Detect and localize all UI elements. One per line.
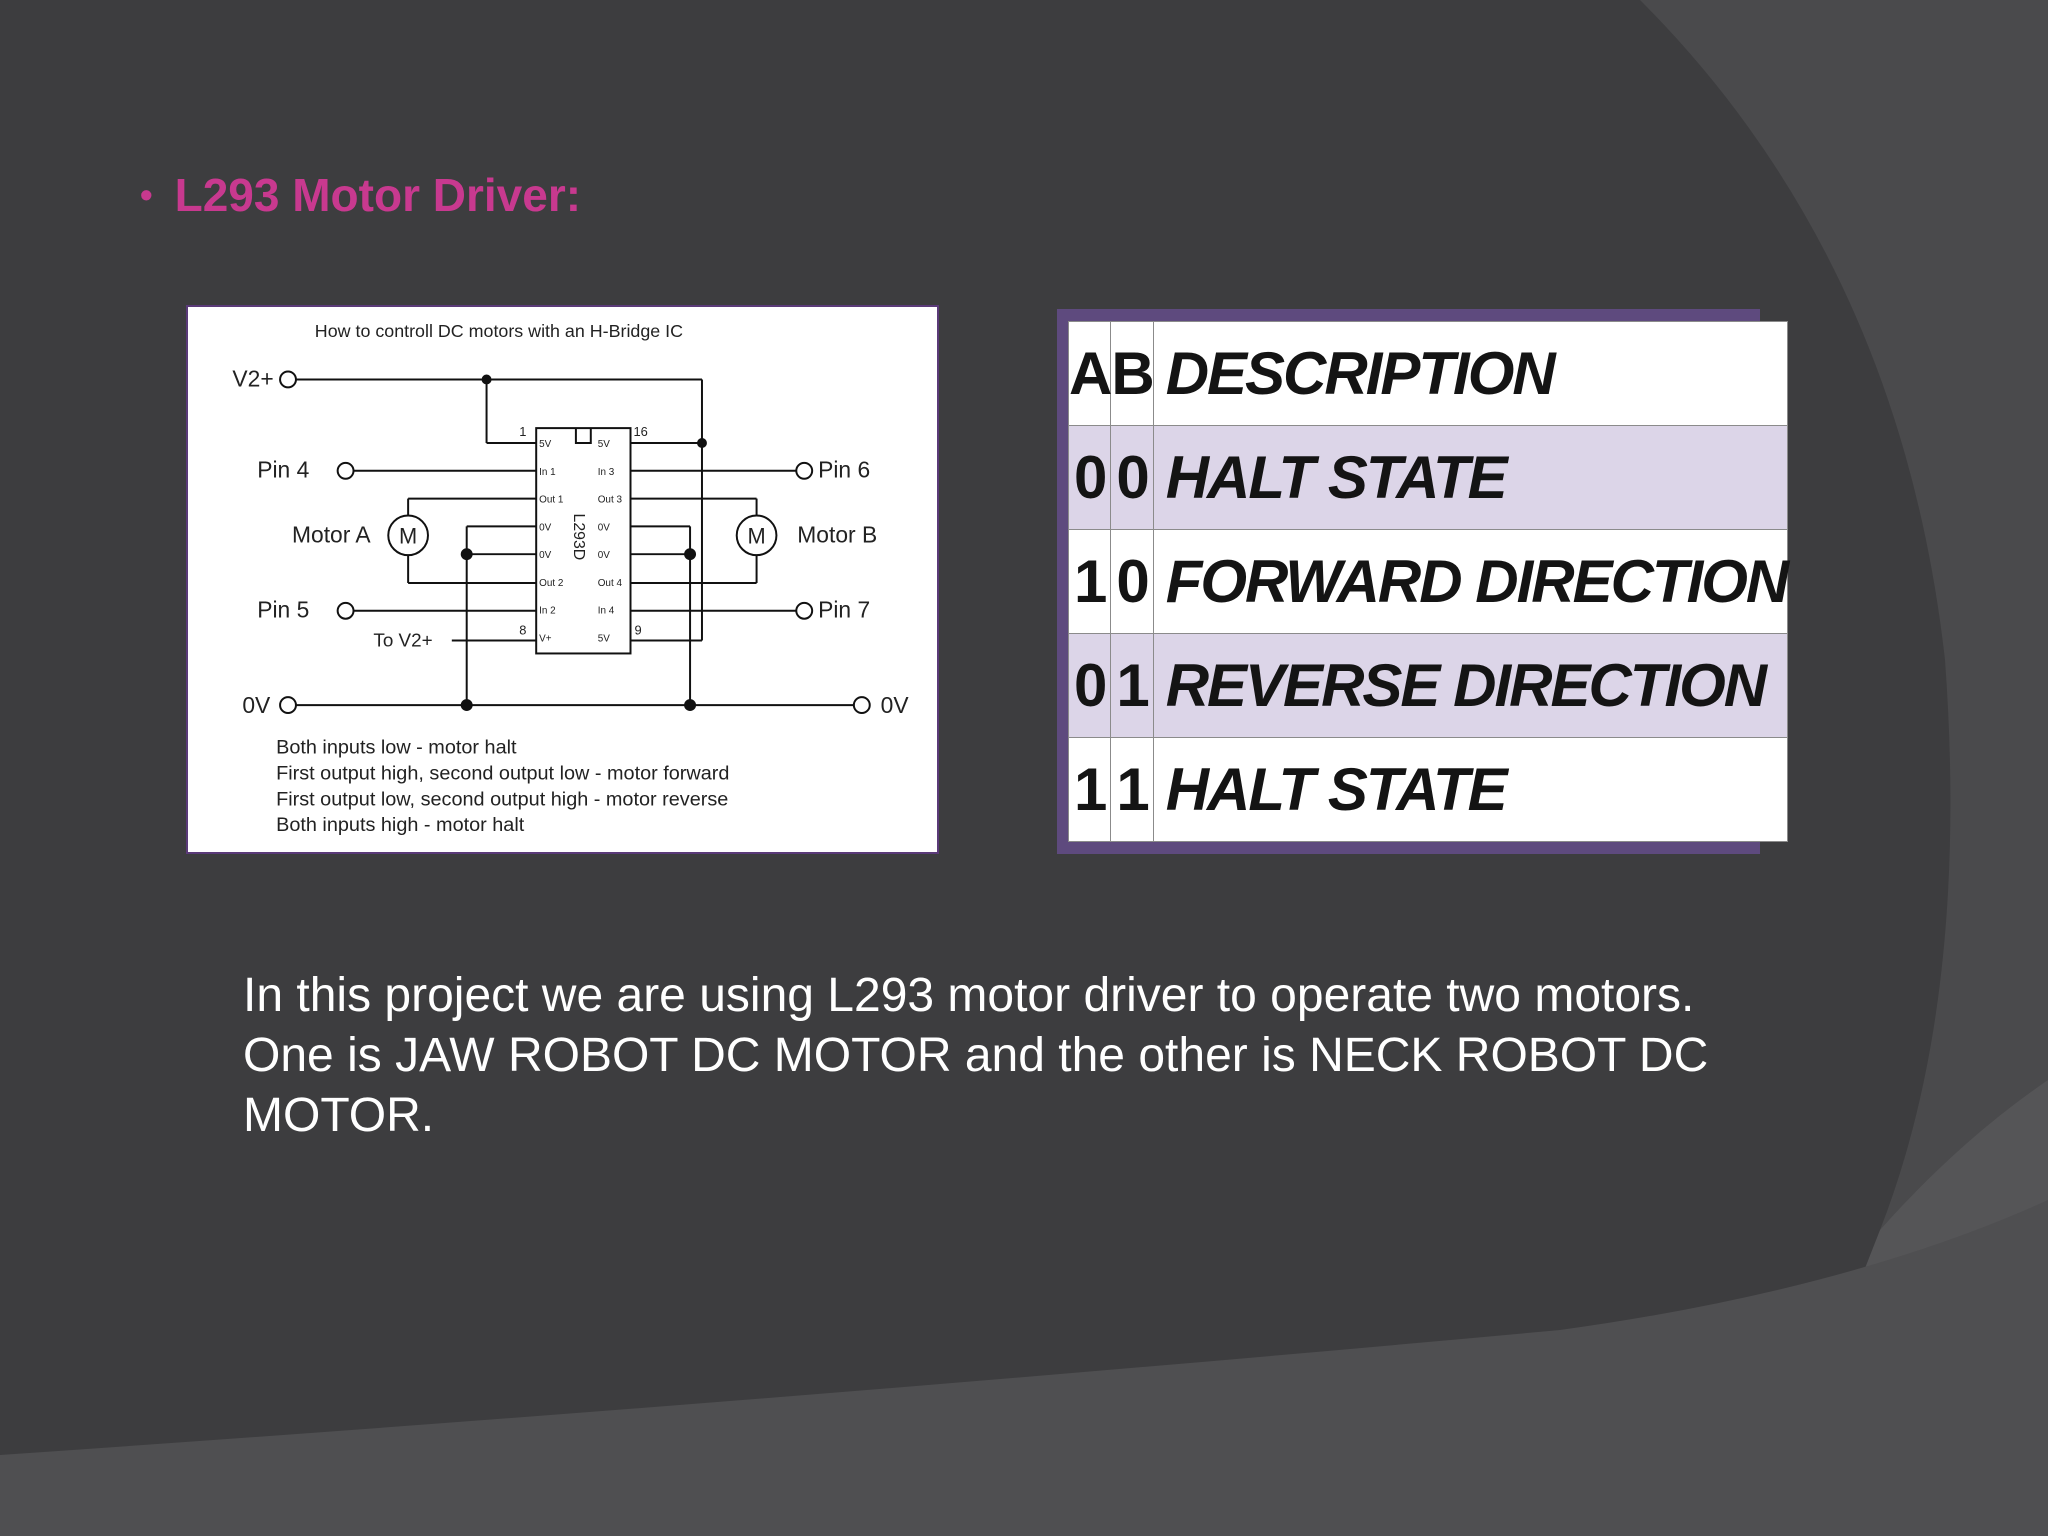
chip-pin-label: Out 4 [598, 578, 623, 589]
chip-pin-label: Out 2 [539, 578, 564, 589]
diagram-note-line: First output low, second output high - m… [276, 788, 728, 810]
body-paragraph: In this project we are using L293 motor … [243, 969, 1709, 1142]
cell-description: REVERSE DIRECTION [1152, 633, 1789, 738]
diagram-note-line: Both inputs high - motor halt [276, 814, 525, 836]
h-bridge-diagram: How to controll DC motors with an H-Brid… [186, 305, 939, 854]
pin-16-number: 16 [633, 424, 647, 439]
table-row: 0 0 HALT STATE [1067, 425, 1789, 530]
chip-pin-label: 0V [598, 522, 611, 533]
chip-pin-label: 0V [539, 522, 552, 533]
chip-pin-label: 0V [598, 550, 611, 561]
bullet-dot-icon: • [140, 174, 153, 215]
pin4-label: Pin 4 [257, 457, 309, 483]
diagram-note-line: Both inputs low - motor halt [276, 737, 517, 759]
pin-1-number: 1 [519, 424, 526, 439]
motor-a-symbol: M [399, 523, 417, 548]
chip-pin-label: V+ [539, 634, 552, 645]
truth-table-frame: A B DESCRIPTION 0 0 HALT STATE 1 0 FORWA… [1057, 309, 1789, 854]
header-description: DESCRIPTION [1152, 321, 1789, 426]
cell-b: 1 [1110, 737, 1154, 842]
diagram-note-line: First output high, second output low - m… [276, 763, 729, 785]
to-v2-label: To V2+ [373, 630, 432, 651]
cell-a: 1 [1067, 529, 1112, 634]
chip-pin-label: Out 3 [598, 495, 623, 506]
truth-table-header: A B DESCRIPTION [1067, 321, 1789, 426]
pin-8-number: 8 [519, 623, 526, 638]
chip-label: L293D [570, 513, 587, 560]
table-row: 1 0 FORWARD DIRECTION [1067, 529, 1789, 634]
header-a: A [1067, 321, 1112, 426]
cell-b: 0 [1110, 425, 1154, 530]
motor-b-label: Motor B [797, 521, 877, 547]
bullet-heading: • L293 Motor Driver: [140, 168, 581, 222]
table-row: 1 1 HALT STATE [1067, 737, 1789, 842]
chip-pin-label: 5V [598, 634, 611, 645]
chip-pin-label: Out 1 [539, 495, 564, 506]
pin-9-number: 9 [634, 623, 641, 638]
chip-pin-label: In 3 [598, 467, 615, 478]
pin7-label: Pin 7 [818, 597, 870, 623]
pin6-label: Pin 6 [818, 457, 870, 483]
chip-pin-label: In 1 [539, 467, 556, 478]
chip-pin-label: 5V [539, 439, 552, 450]
chip-pin-label: In 2 [539, 606, 556, 617]
zero-v-left-label: 0V [242, 692, 271, 718]
cell-a: 1 [1067, 737, 1112, 842]
cell-a: 0 [1067, 425, 1112, 530]
table-row: 0 1 REVERSE DIRECTION [1067, 633, 1789, 738]
pin5-label: Pin 5 [257, 597, 309, 623]
chip-right-pins: 5V In 3 Out 3 0V 0V Out 4 In 4 5V [598, 439, 623, 645]
cell-description: HALT STATE [1152, 425, 1789, 530]
chip-pin-label: In 4 [598, 606, 615, 617]
cell-b: 1 [1110, 633, 1154, 738]
diagram-title: How to controll DC motors with an H-Brid… [315, 321, 683, 341]
heading-text: L293 Motor Driver: [174, 169, 582, 221]
motor-b-symbol: M [747, 523, 765, 548]
zero-v-right-label: 0V [881, 692, 910, 718]
chip-left-pins: 5V In 1 Out 1 0V 0V Out 2 In 2 V+ [539, 439, 564, 645]
header-b: B [1110, 321, 1155, 426]
cell-b: 0 [1110, 529, 1154, 634]
v2-label: V2+ [232, 365, 273, 391]
motor-a-label: Motor A [292, 521, 371, 547]
chip-pin-label: 0V [539, 550, 552, 561]
cell-description: FORWARD DIRECTION [1152, 529, 1789, 634]
truth-table: A B DESCRIPTION 0 0 HALT STATE 1 0 FORWA… [1067, 321, 1789, 842]
cell-a: 0 [1067, 633, 1112, 738]
cell-description: HALT STATE [1152, 737, 1789, 842]
chip-pin-label: 5V [598, 439, 611, 450]
